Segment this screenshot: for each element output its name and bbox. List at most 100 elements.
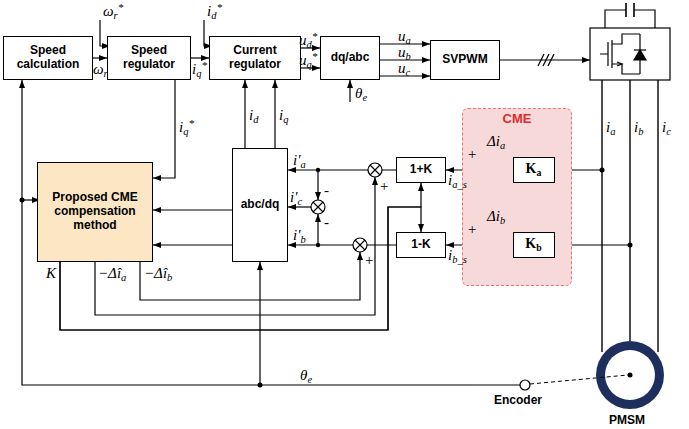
encoder-label: Encoder [494,393,542,407]
compensation-signal: −Δîa [98,266,126,282]
signal-label: ωr [93,62,108,78]
motor-symbol [628,373,633,378]
reference-signal: id* [207,4,222,20]
phase-wire [601,80,602,352]
box-label: Ka [526,161,542,177]
signal-connector [153,209,232,210]
pwm-bus-slash [548,54,554,66]
transform-box: abc/dq [232,148,288,262]
gain-box: Kb [513,232,555,258]
signal-label: uc [398,61,410,77]
reference-signal: ωr* [103,4,123,20]
signal-label: id [249,108,258,124]
inverter-symbol [634,49,646,50]
summing-junction [370,165,380,175]
summing-junction [311,200,325,214]
signal-connector [153,80,175,178]
controller-box: Current regulator [209,36,301,80]
signal-connector [244,80,245,148]
summing-junction [313,202,323,212]
inverter-symbol [590,3,670,80]
modulator-box: SVPWM [430,40,500,80]
box-label: CME [463,109,571,127]
sign-mark: - [324,215,329,229]
box-label: Proposed CME compensation method [38,191,152,232]
signal-label: iq* [179,120,194,136]
pwm-bus-slash [543,54,549,66]
gain-box: 1-K [396,232,446,258]
transform-box: dq/abc [320,36,380,80]
phase-current: ib [634,120,643,136]
signal-label: i'b [293,228,306,244]
motor-symbol [605,350,655,400]
phase-wire [657,80,658,352]
controller-box: Speed regulator [107,36,191,80]
sign-mark: + [467,222,477,236]
current-signal: i'c [290,190,302,206]
gain-box: Ka [513,157,555,183]
compensation-signal: −Δîb [144,266,172,282]
rotor-angle: θe [300,368,312,384]
box-label: 1-K [411,238,430,252]
phase-current: ic [662,120,671,136]
inverter-symbol [605,10,655,28]
signal-wire [22,80,525,385]
signal-connector [93,57,107,58]
rotor-angle: θe [355,86,367,102]
error-region: CME KaKb [462,108,572,286]
signal-wire [317,170,318,200]
compensation-box: Proposed CME compensation method [37,162,153,262]
motor-symbol [520,380,530,390]
signal-label: ud* [299,33,317,49]
signal-label: ua [398,29,411,45]
signal-connector [274,80,275,148]
error-signal: Δia [487,134,505,150]
box-label: dq/abc [331,51,370,65]
junction-dot [600,168,605,173]
signal-wire [22,20,630,385]
box-label: Speed regulator [108,44,190,72]
summing-junction [355,240,365,250]
process-box: Speed calculation [3,36,93,80]
sign-mark: + [379,179,389,193]
motor-symbol [530,375,628,384]
inverter-symbol [634,50,646,60]
sign-mark: - [324,183,329,197]
pwm-bus-slash [538,54,544,66]
inverter-symbol [590,28,670,80]
pwm-bus-slash [538,54,554,66]
box-label: abc/dq [241,198,280,212]
gain-box: 1+K [396,157,446,183]
junction-dot [316,243,320,247]
signal-wire [259,262,260,385]
motor-symbol [596,341,664,409]
summing-junction [368,163,382,177]
summing-junction [353,238,367,252]
signal-connector [153,244,232,245]
box-label: Speed calculation [4,44,92,72]
inverter-symbol [626,3,634,17]
signal-label: ib_s [448,248,467,264]
signal-label: ub [398,45,411,61]
inverter-symbol [617,62,622,66]
box-label: SVPWM [442,53,487,67]
motor-label: PMSM [609,413,645,427]
signal-label: iq [279,108,288,124]
signal-label: K [46,266,56,280]
junction-dot [628,243,633,248]
junction-dot [316,168,320,172]
sign-mark: + [364,253,374,267]
phase-wire [602,80,658,352]
phase-current: ia [606,120,615,136]
box-label: Kb [525,236,541,252]
signal-connector [191,57,209,58]
box-label: 1+K [410,163,432,177]
signal-wire [500,59,590,60]
error-signal: Δib [487,209,505,225]
signal-label: ia_s [448,173,467,189]
signal-wire [349,80,350,102]
box-label: Current regulator [210,44,300,72]
junction-dot [20,198,25,203]
signal-label: iq* [192,62,207,78]
